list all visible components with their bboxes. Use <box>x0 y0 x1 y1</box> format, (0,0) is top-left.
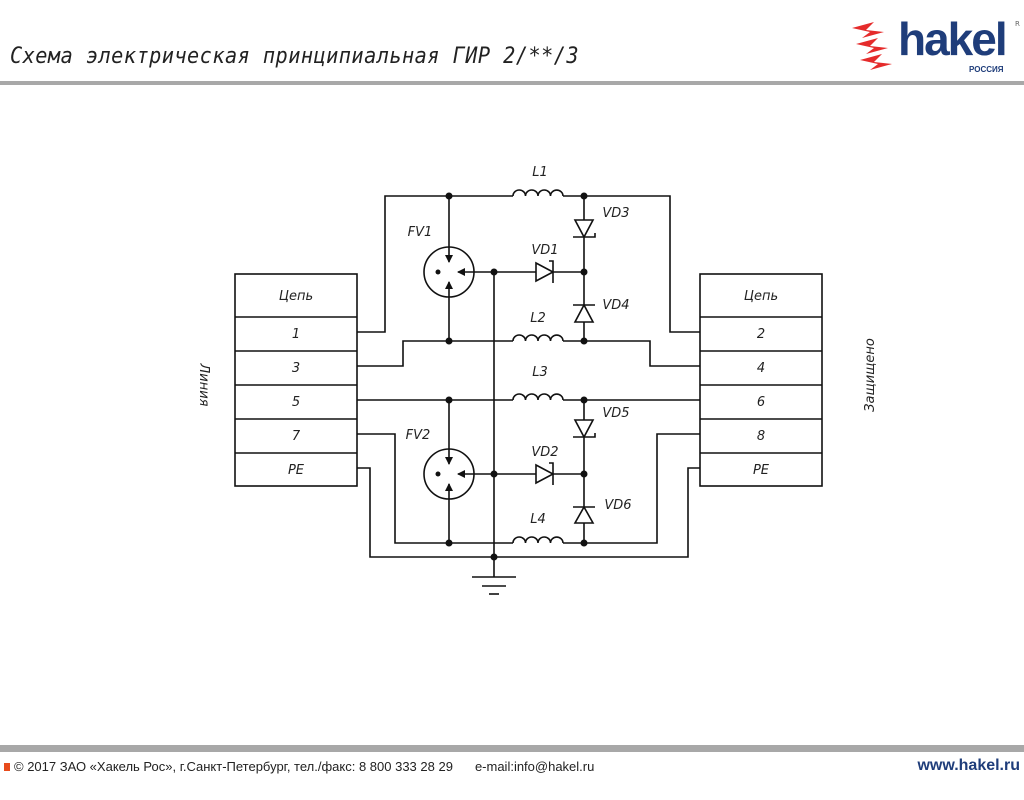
left-row-1: 1 <box>292 327 300 342</box>
inductor-coils <box>512 189 564 544</box>
diode-vd1 <box>535 260 555 283</box>
diode-vd5 <box>573 419 596 439</box>
left-row-5: 5 <box>292 395 300 410</box>
lightning-icon <box>852 22 892 70</box>
left-row-7: 7 <box>292 429 301 444</box>
protected-side-label: Защищено <box>863 338 878 412</box>
label-vd5: VD5 <box>602 406 629 421</box>
footer-divider <box>0 745 1024 752</box>
left-row-3: 3 <box>292 361 300 376</box>
junction-dots <box>435 192 588 561</box>
label-l4: L4 <box>530 512 546 527</box>
header-divider <box>0 81 1024 85</box>
wire-line-7 <box>357 433 513 544</box>
logo-region: РОССИЯ <box>969 65 1004 74</box>
label-l3: L3 <box>532 365 548 380</box>
label-vd2: VD2 <box>531 445 558 460</box>
page-title: Схема электрическая принципиальная ГИР 2… <box>10 44 580 69</box>
label-vd4: VD4 <box>602 298 629 313</box>
right-row-4: 4 <box>757 361 765 376</box>
footer: © 2017 ЗАО «Хакель Рос», г.Санкт-Петербу… <box>4 759 594 774</box>
footer-copyright: © 2017 ЗАО «Хакель Рос», г.Санкт-Петербу… <box>14 759 453 774</box>
bullet-square-icon <box>4 763 10 771</box>
wire-pe <box>357 467 700 558</box>
label-vd3: VD3 <box>602 206 629 221</box>
logo-wordmark: hakel <box>898 13 1008 65</box>
label-l2: L2 <box>530 311 546 326</box>
left-header: Цепь <box>279 289 313 304</box>
label-vd6: VD6 <box>604 498 631 513</box>
label-fv2: FV2 <box>406 428 431 443</box>
diode-vd4 <box>573 303 595 323</box>
diode-vd2 <box>535 462 555 485</box>
right-header: Цепь <box>744 289 778 304</box>
left-row-pe: PE <box>288 463 305 478</box>
diode-vd6 <box>573 505 595 524</box>
right-row-6: 6 <box>757 395 765 410</box>
wire-line-1 <box>357 195 513 333</box>
fv1-arrester <box>423 196 494 341</box>
right-terminal-block <box>699 273 823 487</box>
left-terminal-block <box>234 273 358 487</box>
footer-website-link[interactable]: www.hakel.ru <box>917 757 1020 774</box>
wire-line-3 <box>357 340 513 367</box>
footer-email[interactable]: e-mail:info@hakel.ru <box>474 759 595 774</box>
logo-registered: R <box>1015 20 1020 28</box>
ground-icon <box>472 576 516 595</box>
right-row-pe: PE <box>753 463 770 478</box>
right-row-2: 2 <box>757 327 765 342</box>
label-l1: L1 <box>532 165 548 180</box>
hakel-logo[interactable]: hakel РОССИЯ R <box>848 13 1022 78</box>
fv2-arrester <box>423 400 494 543</box>
line-side-label: Линия <box>196 363 211 407</box>
diode-vd3 <box>573 219 596 239</box>
right-row-8: 8 <box>757 429 765 444</box>
label-fv1: FV1 <box>408 225 433 240</box>
label-vd1: VD1 <box>531 243 558 258</box>
